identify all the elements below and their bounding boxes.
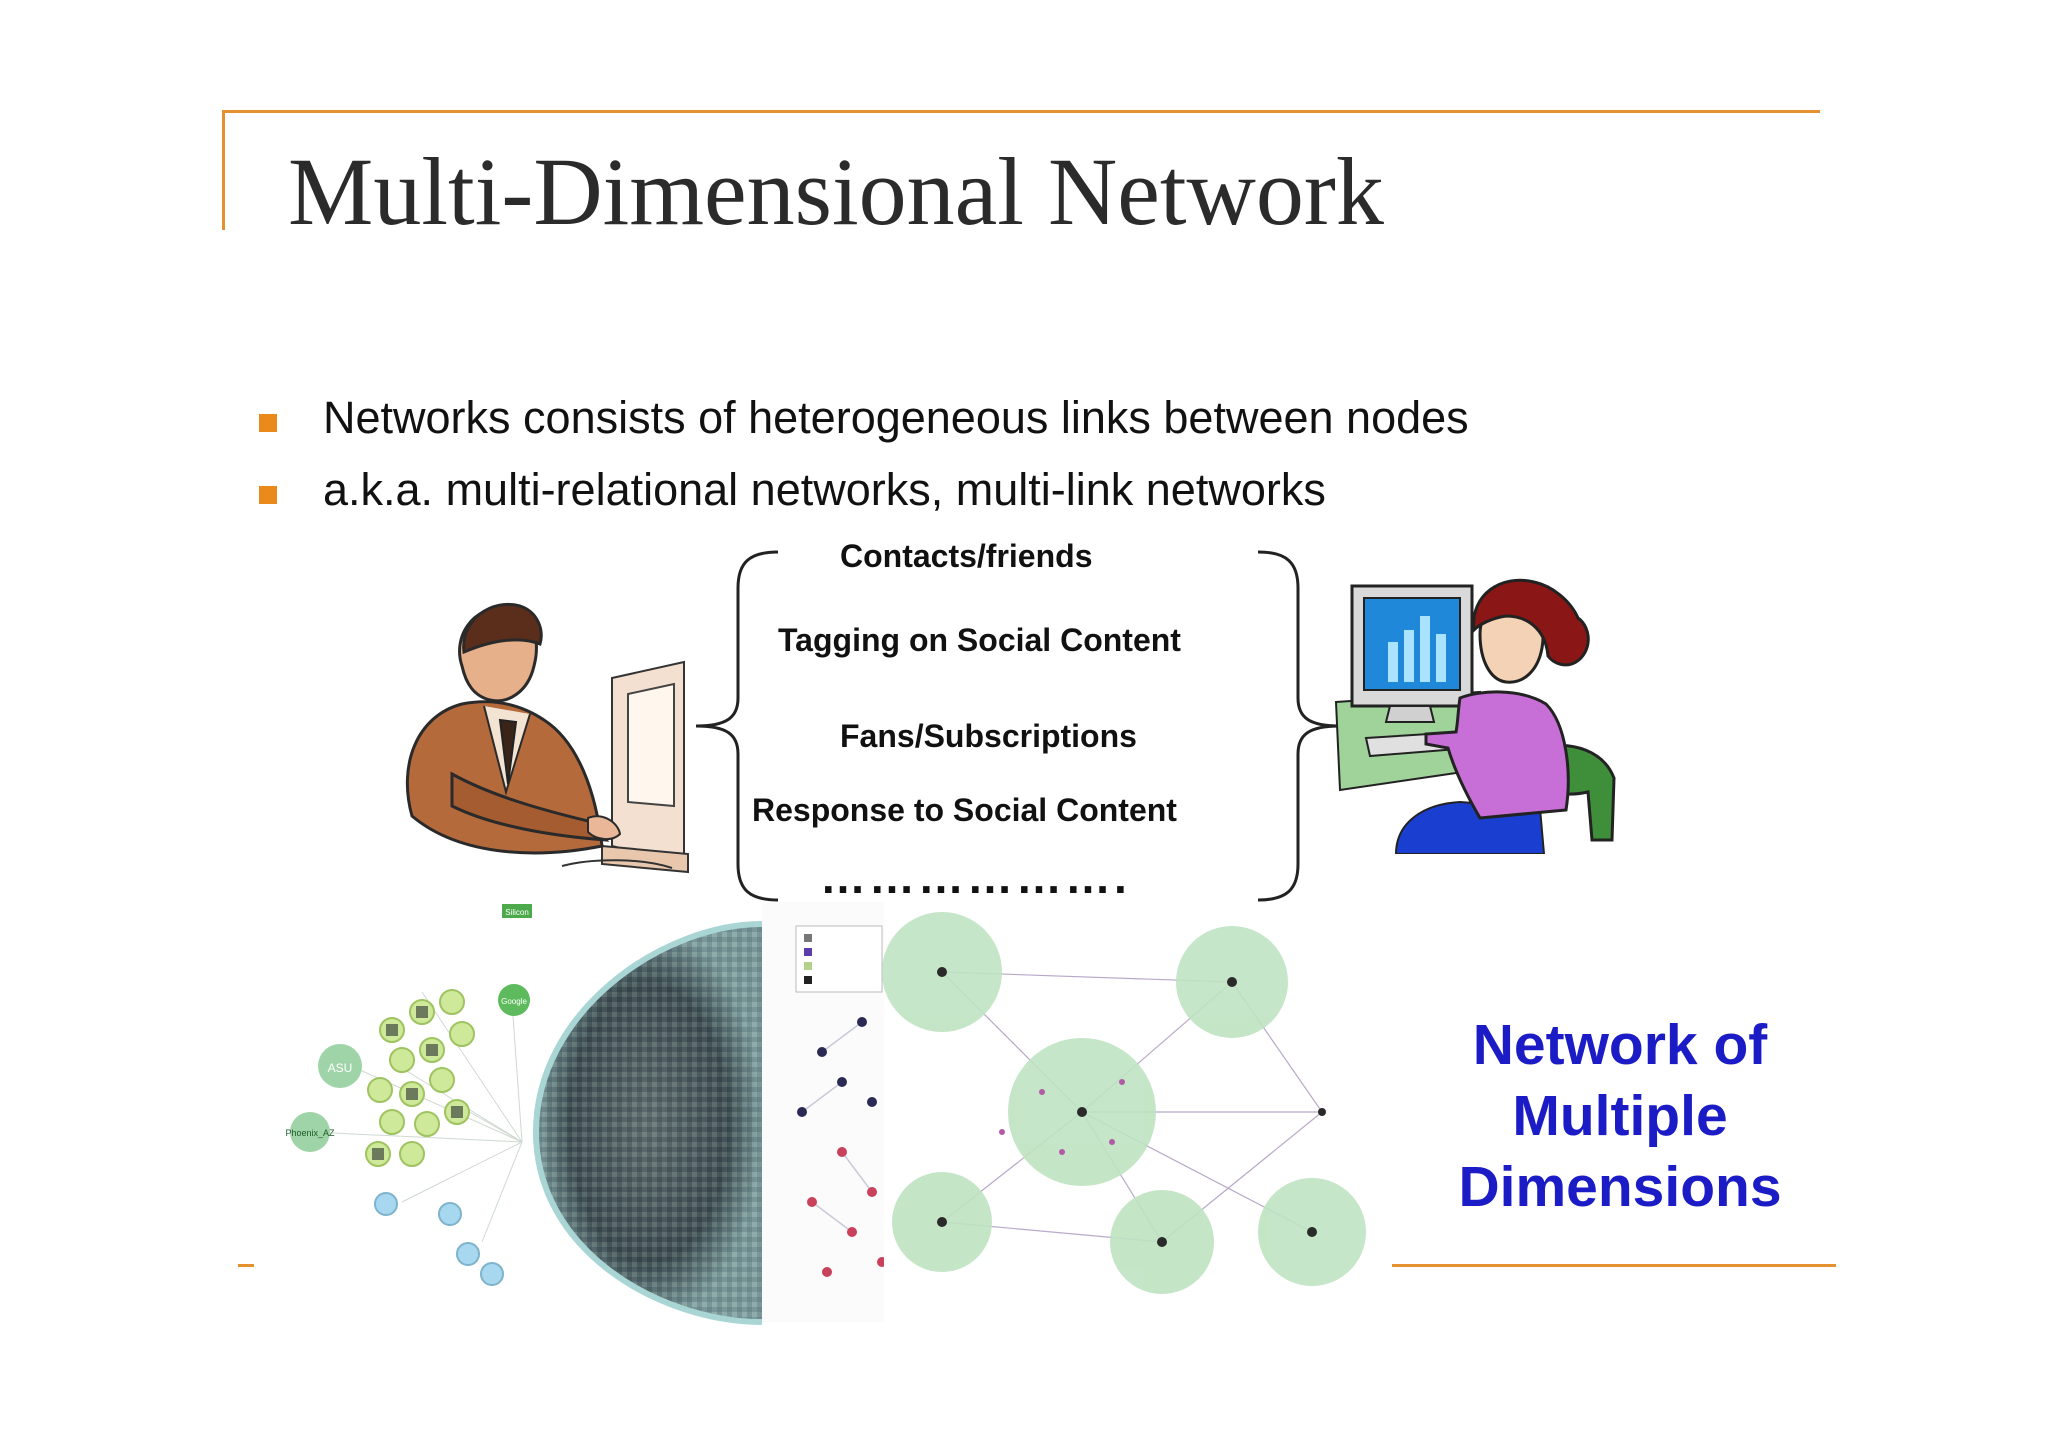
graph-panel-1: ASU Phoenix_AZ Silicon Google [285,904,532,1286]
graph-node-label: Google [501,997,527,1006]
graph-node-label: Phoenix_AZ [285,1128,335,1138]
bullet-list: Networks consists of heterogeneous links… [255,390,1469,534]
graph-node-label: ASU [328,1061,353,1075]
bullet-text: a.k.a. multi-relational networks, multi-… [323,464,1326,515]
side-label-line: Dimensions [1458,1155,1782,1219]
frame-left-line [222,110,225,230]
frame-bottom-line [1392,1264,1836,1267]
relation-contacts-friends: Contacts/friends [840,538,1093,574]
relation-response: Response to Social Content [752,792,1177,828]
network-of-multiple-dimensions-label: Network of Multiple Dimensions [1400,1010,1840,1223]
bullet-text: Networks consists of heterogeneous links… [323,392,1469,443]
slide-title: Multi-Dimensional Network [288,138,1384,245]
woman-at-computer-icon [1334,578,1616,854]
bullet-square-icon [259,486,277,504]
network-visualization-collage: ASU Phoenix_AZ Silicon Google [285,902,1392,1332]
relation-fans-subscriptions: Fans/Subscriptions [840,718,1137,754]
man-at-computer-icon [405,602,689,874]
side-label-line: Multiple [1512,1084,1728,1148]
relation-tagging: Tagging on Social Content [778,622,1181,658]
frame-bottom-tick [238,1264,254,1267]
bullet-item: a.k.a. multi-relational networks, multi-… [255,462,1469,534]
graph-panel-4 [882,902,1392,1332]
graph-panel-3 [762,902,887,1322]
frame-top-line [222,110,1820,113]
graph-panel-2 [532,921,763,1325]
left-brace-icon [695,550,779,902]
graph-node-label: Silicon [505,908,529,917]
bullet-square-icon [259,414,277,432]
side-label-line: Network of [1472,1013,1768,1077]
bullet-item: Networks consists of heterogeneous links… [255,390,1469,462]
relation-ellipsis: ………………. [820,851,1130,903]
